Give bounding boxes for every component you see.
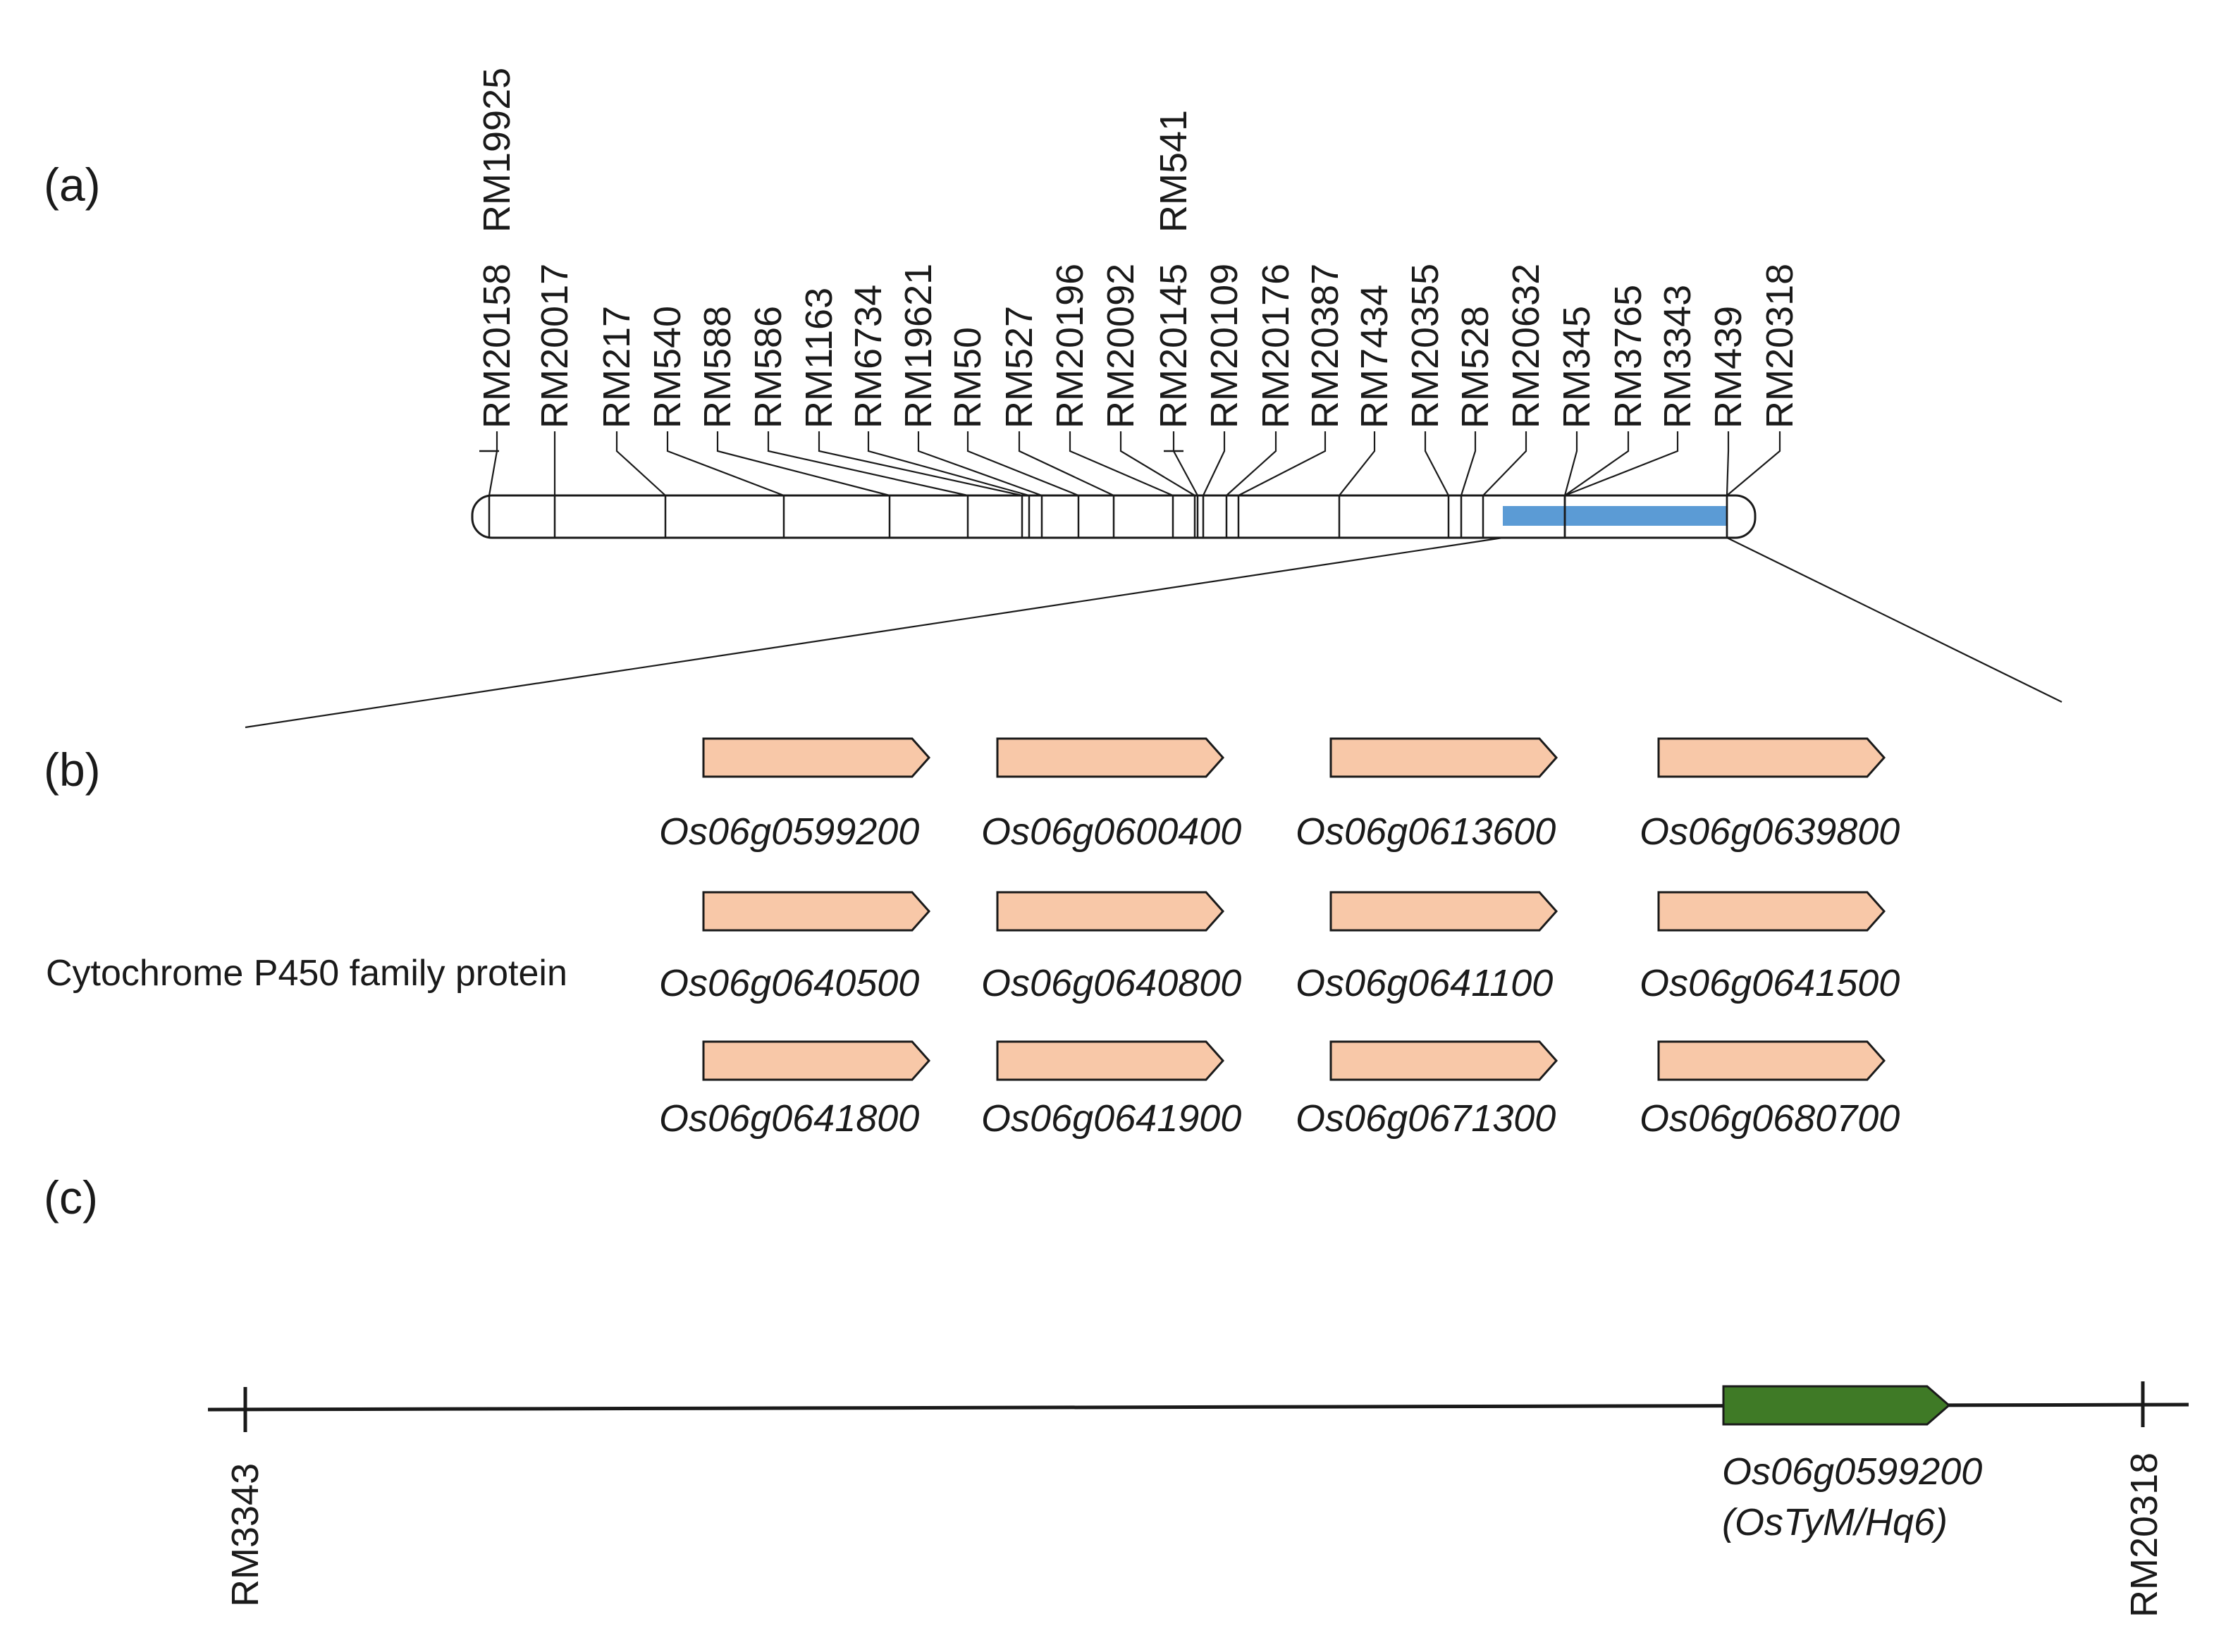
marker-leader-rm20145 xyxy=(1172,431,1198,496)
marker-label-rm20632: RM20632 xyxy=(1505,264,1547,429)
highlight-region xyxy=(1503,506,1727,526)
gene-arrow-os06g0640800 xyxy=(996,891,1225,932)
marker-label-rm1163: RM1163 xyxy=(798,288,840,429)
marker-label-rm3343: RM3343 xyxy=(1656,285,1699,429)
marker-leader-rm7434 xyxy=(1339,431,1376,496)
marker-label-rm3765: RM3765 xyxy=(1607,285,1649,429)
marker-leader-rm527 xyxy=(1018,431,1114,496)
gene-label-os06g0639800: Os06g0639800 xyxy=(1640,810,1900,853)
marker-leader-rm20632 xyxy=(1482,431,1527,496)
marker-leader-rm1163 xyxy=(818,431,1023,497)
gene-label-os06g0671300: Os06g0671300 xyxy=(1296,1097,1556,1140)
marker-label-rm20196: RM20196 xyxy=(1049,264,1091,429)
marker-label-rm20158: RM20158 xyxy=(476,264,518,429)
gene-label-os06g0641900: Os06g0641900 xyxy=(981,1097,1241,1140)
marker-leader-rm20387 xyxy=(1238,431,1327,496)
marker-label-rm528: RM528 xyxy=(1454,306,1496,429)
gene-label-os06g0680700: Os06g0680700 xyxy=(1640,1097,1900,1140)
marker-label-rm20318: RM20318 xyxy=(1759,264,1801,429)
marker-label-rm19621: RM19621 xyxy=(897,264,940,429)
gene-arrow-os06g0613600 xyxy=(1329,737,1558,778)
gene-arrow-os06g0680700 xyxy=(1657,1040,1886,1081)
fine-map: Os06g0599200 (OsTyM/Hq6) RM3343 RM20318 xyxy=(207,1381,2189,1617)
left-marker-label: RM3343 xyxy=(224,1463,266,1607)
target-gene-name: Os06g0599200 xyxy=(1722,1450,1982,1493)
gene-label-os06g0641800: Os06g0641800 xyxy=(659,1097,919,1140)
marker-leader-rm6734 xyxy=(867,431,1030,497)
marker-leader-rm3343 xyxy=(1564,431,1679,497)
panel-label-a: (a) xyxy=(44,159,101,211)
marker-label-rm20387: RM20387 xyxy=(1304,264,1346,429)
marker-label-rm6734: RM6734 xyxy=(847,285,890,429)
marker-leader-rm217 xyxy=(615,431,666,496)
marker-label-rm540: RM540 xyxy=(646,306,689,429)
marker-label-rm20176: RM20176 xyxy=(1255,264,1297,429)
panel-label-c: (c) xyxy=(44,1171,98,1223)
marker-leaders xyxy=(479,431,1781,497)
marker-leader-rm20355 xyxy=(1424,431,1449,496)
right-marker-label: RM20318 xyxy=(2123,1453,2165,1617)
candidate-gene-grid: Cytochrome P450 family protein Os06g0599… xyxy=(46,737,1900,1140)
target-gene-alias: (OsTyM/Hq6) xyxy=(1722,1501,1948,1543)
marker-leader-rm20318 xyxy=(1726,431,1781,496)
zoom-line-right xyxy=(1726,537,2062,703)
target-gene-arrow xyxy=(1722,1385,1951,1426)
marker-leader-rm345 xyxy=(1563,431,1578,496)
marker-leader-rm20158 xyxy=(488,431,498,496)
marker-label-rm217: RM217 xyxy=(596,306,638,429)
marker-label-rm50: RM50 xyxy=(947,327,989,429)
gene-label-os06g0641500: Os06g0641500 xyxy=(1640,962,1900,1004)
gene-arrow-os06g0599200 xyxy=(702,737,931,778)
marker-label-rm20145: RM20145 xyxy=(1152,264,1195,429)
gene-arrow-os06g0640500 xyxy=(702,891,931,932)
marker-leader-rm528 xyxy=(1460,431,1477,496)
marker-label-rm20109: RM20109 xyxy=(1203,264,1246,429)
gene-arrow-os06g0641800 xyxy=(702,1040,931,1081)
marker-label-rm19925: RM19925 xyxy=(476,68,518,233)
marker-leader-rm20092 xyxy=(1119,431,1195,496)
marker-leader-rm586 xyxy=(767,431,969,497)
gene-label-os06g0641100: Os06g0641100 xyxy=(1296,962,1553,1004)
marker-leader-rm50 xyxy=(966,431,1079,497)
marker-label-rm7434: RM7434 xyxy=(1353,285,1396,429)
marker-label-rm439: RM439 xyxy=(1707,306,1750,429)
marker-label-rm20092: RM20092 xyxy=(1100,264,1142,429)
gene-label-os06g0599200: Os06g0599200 xyxy=(659,810,919,853)
marker-label-rm20017: RM20017 xyxy=(534,264,576,429)
gene-family-label: Cytochrome P450 family protein xyxy=(46,953,567,994)
gene-label-os06g0600400: Os06g0600400 xyxy=(981,810,1241,853)
gene-arrow-os06g0641100 xyxy=(1329,891,1558,932)
marker-label-rm541: RM541 xyxy=(1152,110,1195,233)
marker-ticks xyxy=(488,495,1728,538)
gene-arrow-os06g0639800 xyxy=(1657,737,1886,778)
gene-arrow-os06g0600400 xyxy=(996,737,1225,778)
gene-label-os06g0640500: Os06g0640500 xyxy=(659,962,919,1004)
marker-label-rm345: RM345 xyxy=(1556,306,1598,429)
gene-arrow-os06g0641900 xyxy=(996,1040,1225,1081)
marker-leader-rm20176 xyxy=(1226,431,1277,496)
marker-label-rm527: RM527 xyxy=(998,306,1040,429)
panel-label-b: (b) xyxy=(44,744,101,796)
marker-leader-rm540 xyxy=(666,431,785,497)
marker-leader-rm588 xyxy=(716,431,890,497)
marker-leader-rm439 xyxy=(1726,431,1730,496)
marker-label-rm588: RM588 xyxy=(696,306,739,429)
marker-label-rm586: RM586 xyxy=(747,306,789,429)
zoom-line-left xyxy=(245,536,1504,729)
marker-leader-rm20196 xyxy=(1069,431,1174,497)
marker-leader-rm3765 xyxy=(1564,431,1630,496)
gene-label-os06g0640800: Os06g0640800 xyxy=(981,962,1241,1004)
gene-arrow-os06g0671300 xyxy=(1329,1040,1558,1081)
gene-arrow-os06g0641500 xyxy=(1657,891,1886,932)
marker-leader-rm19621 xyxy=(917,431,1043,497)
marker-label-rm20355: RM20355 xyxy=(1404,264,1446,429)
gene-label-os06g0613600: Os06g0613600 xyxy=(1296,810,1556,853)
marker-leader-rm20109 xyxy=(1203,431,1226,496)
